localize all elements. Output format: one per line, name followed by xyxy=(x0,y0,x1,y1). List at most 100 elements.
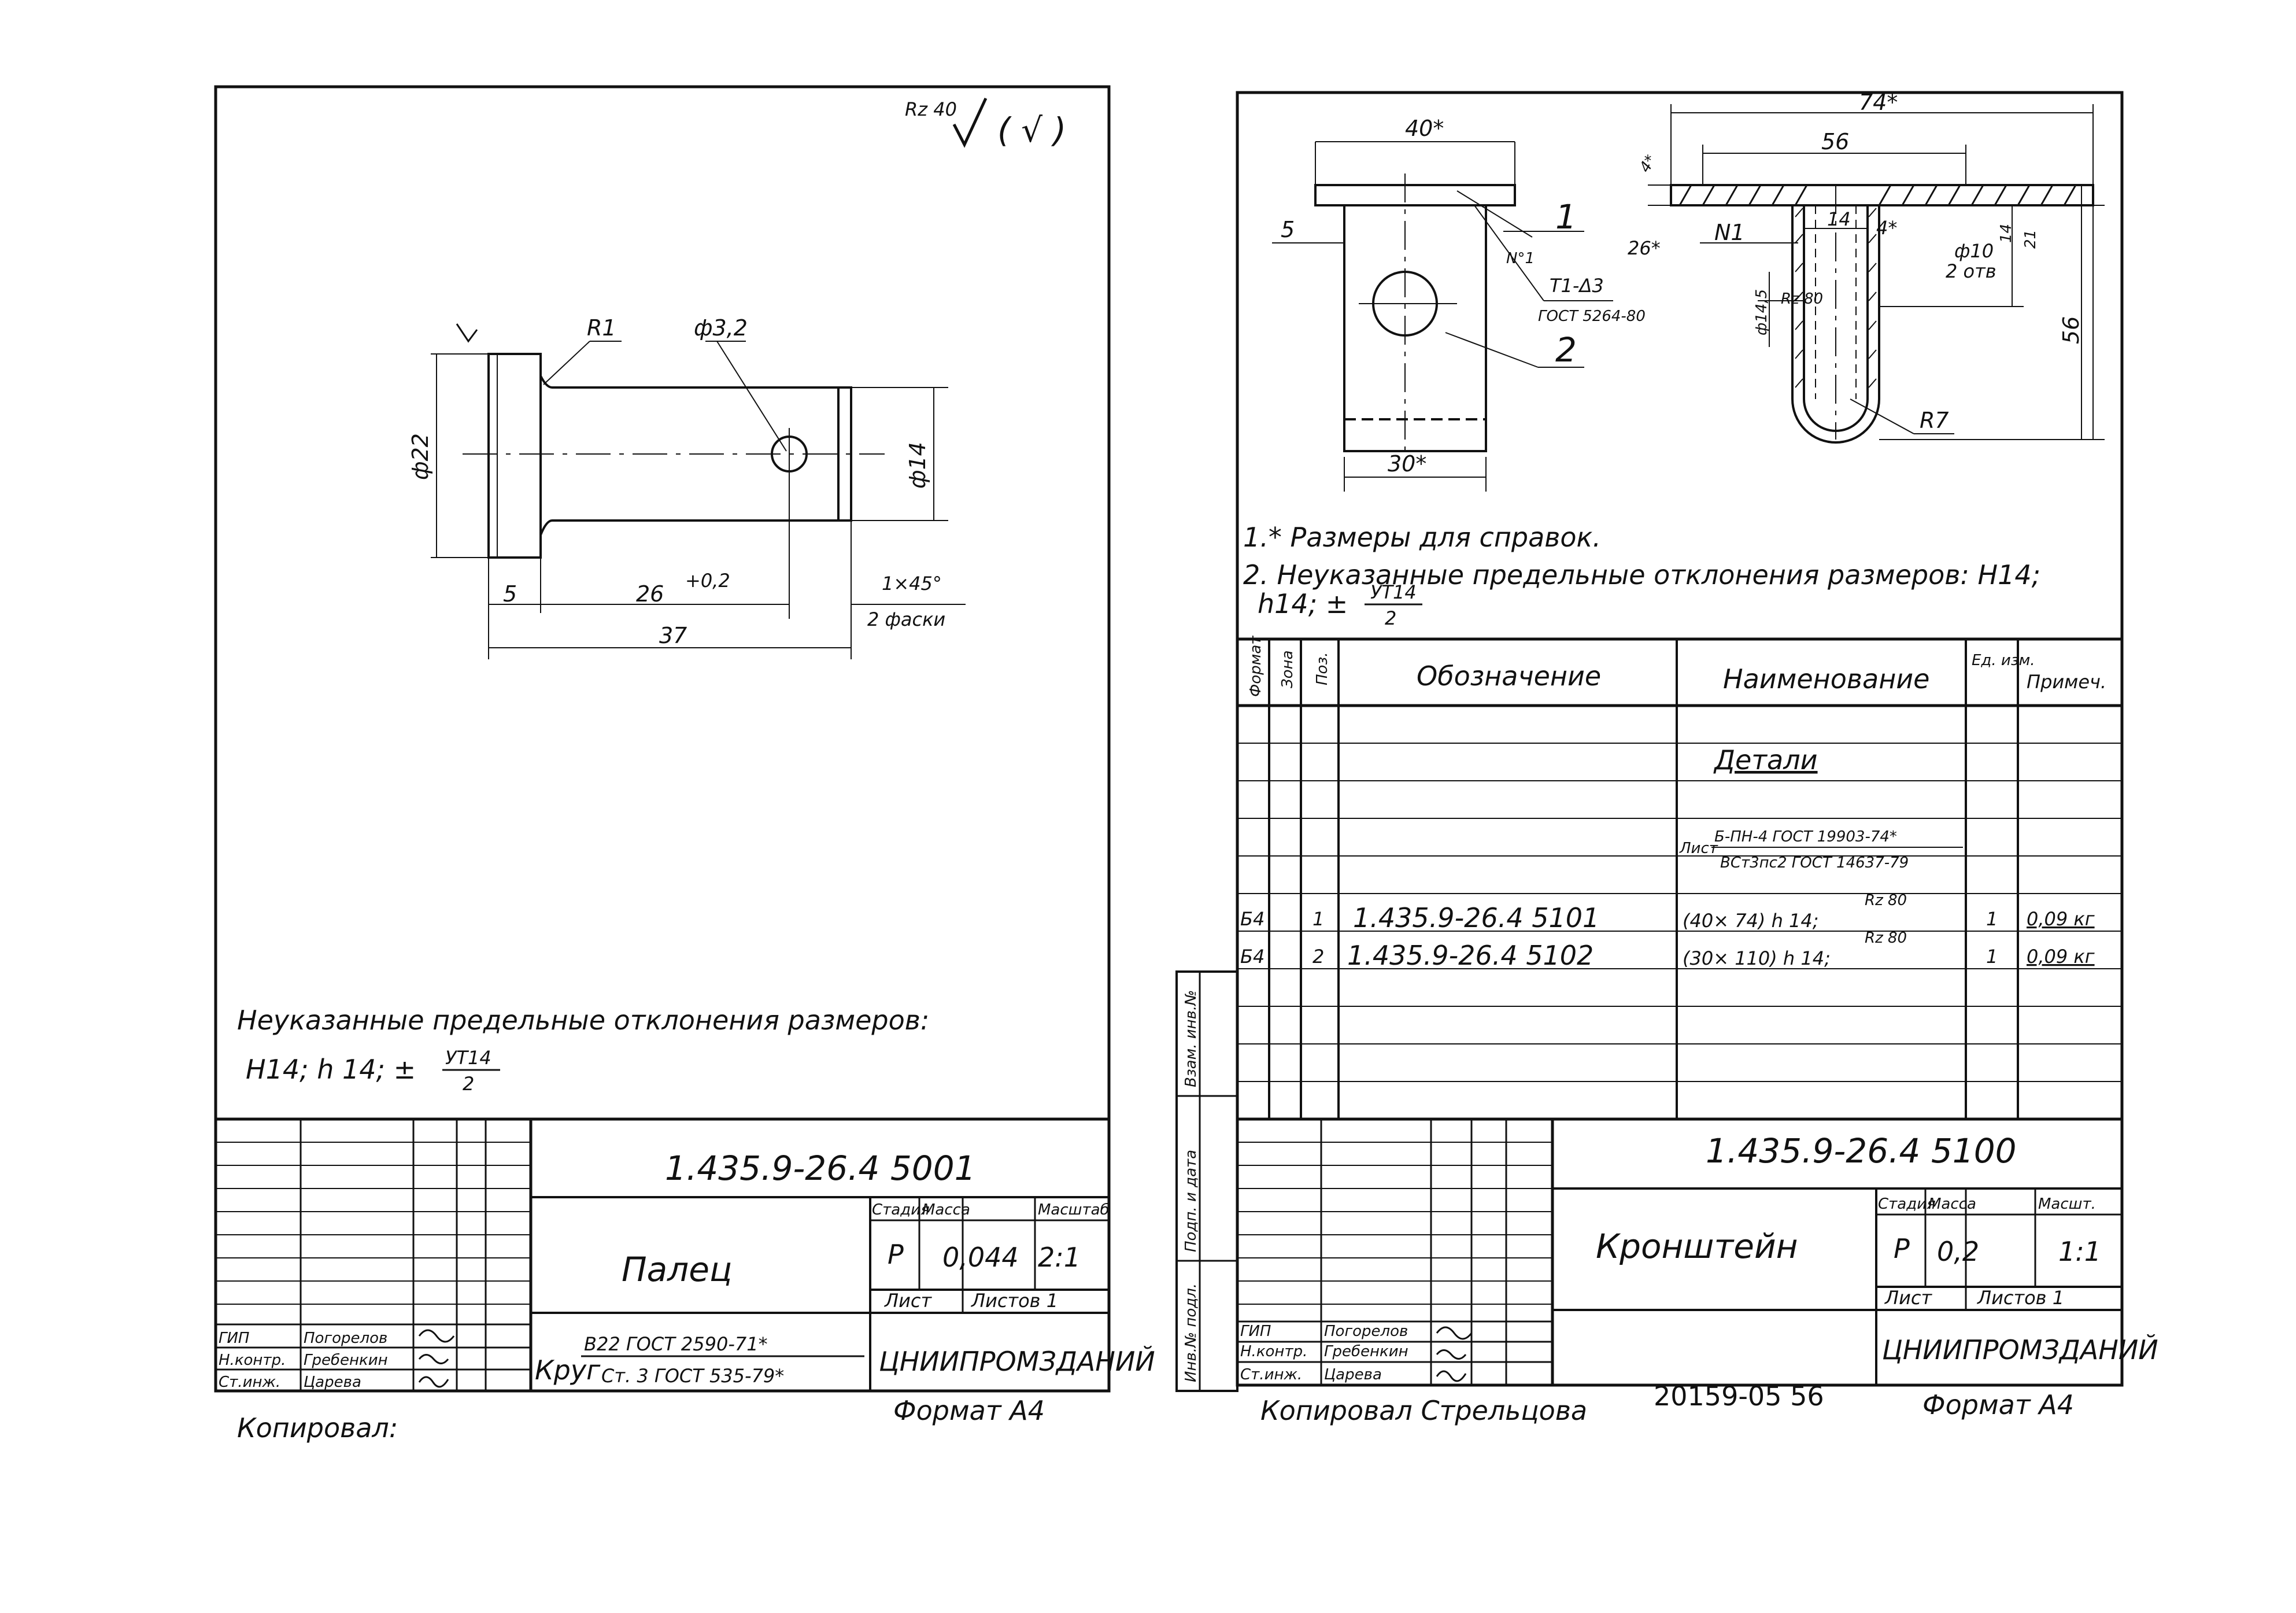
r-note-frac-num: УТ14 xyxy=(1370,581,1417,603)
spec-sheet-spec2: ВСт3пс2 ГОСТ 14637-79 xyxy=(1720,854,1909,872)
left-title-block xyxy=(216,1117,1109,1391)
side-label-c: Инв.№ подл. xyxy=(1182,1283,1200,1382)
spec-row1-pos: 1 xyxy=(1312,908,1324,930)
left-head-mass: Масса xyxy=(922,1201,970,1219)
right-signature1 xyxy=(1436,1326,1473,1340)
right-name1: Погорелов xyxy=(1324,1323,1408,1340)
r-dim-w14: 14 xyxy=(1827,208,1851,230)
left-scale: 2:1 xyxy=(1038,1242,1081,1273)
r-note3: h14; ± xyxy=(1258,588,1348,619)
left-part-name: Палец xyxy=(622,1250,732,1289)
spec-row1-name: (40× 74) h 14; xyxy=(1683,910,1819,932)
left-format: Формат А4 xyxy=(893,1395,1045,1426)
left-material-line2: Ст. 3 ГОСТ 535-79* xyxy=(601,1365,784,1387)
left-sheet: Rz 40 ( √ ) xyxy=(214,85,1155,1444)
r-dim-d10: ф10 xyxy=(1954,240,1994,262)
left-role2: Н.контр. xyxy=(219,1352,286,1369)
dim-26: 26 xyxy=(636,581,664,607)
r-dim-h56: 56 xyxy=(2058,316,2084,344)
left-signature2 xyxy=(418,1354,449,1364)
dim-37: 37 xyxy=(659,623,687,648)
left-copied: Копировал: xyxy=(237,1412,398,1444)
r-pos-2: 2 xyxy=(1555,330,1577,370)
side-label-a: Взам. инв.№ xyxy=(1182,990,1200,1087)
r-dim-w56: 56 xyxy=(1821,129,1849,154)
spec-col-zone: Зона xyxy=(1279,650,1296,688)
right-role2: Н.контр. xyxy=(1240,1343,1307,1360)
left-note-line2: Н14; h 14; ± xyxy=(246,1054,416,1085)
r-dim-t4b: 4* xyxy=(1876,217,1897,239)
r-label-n1: N1 xyxy=(1714,220,1745,245)
r-dim-d145: ф14,5 xyxy=(1753,289,1770,335)
right-name2: Гребенкин xyxy=(1324,1343,1408,1360)
roughness-check-icon xyxy=(952,97,988,148)
left-note-frac-den: 2 xyxy=(463,1073,474,1095)
right-title-block xyxy=(1236,1119,2122,1385)
spec-row2-qty: 1 xyxy=(1986,946,1998,968)
r-note2: 2. Неуказанные предельные отклонения раз… xyxy=(1243,559,2040,590)
r-weld2: ГОСТ 5264-80 xyxy=(1538,308,1646,325)
left-name3: Царева xyxy=(304,1374,361,1391)
spec-col-name: Наименование xyxy=(1723,663,1929,695)
right-name3: Царева xyxy=(1324,1366,1382,1383)
spec-row2-note: 0,09 кг xyxy=(2027,946,2095,968)
left-head-stage: Стадия xyxy=(872,1201,930,1219)
left-stage: Р xyxy=(888,1239,904,1270)
r-dim-5: 5 xyxy=(1281,217,1295,242)
left-doc-number: 1.435.9-26.4 5001 xyxy=(665,1149,976,1188)
spec-col-unit: Ед. изм. xyxy=(1972,652,2035,669)
right-format: Формат А4 xyxy=(1922,1389,2074,1420)
left-signature1 xyxy=(418,1329,455,1343)
right-stage: Р xyxy=(1894,1233,1910,1264)
right-head-mass: Масса xyxy=(1928,1195,1976,1213)
spec-row: Б4 2 1.435.9-26.4 5102 (30× 110) h 14; R… xyxy=(1240,929,2095,971)
r-dim-w40: 40* xyxy=(1405,116,1444,141)
left-name2: Гребенкин xyxy=(304,1352,388,1369)
spec-section: Детали xyxy=(1713,744,1818,776)
dim-d14: ф14 xyxy=(905,442,930,489)
r-note-frac-den: 2 xyxy=(1385,607,1396,629)
spec-row2-name: (30× 110) h 14; xyxy=(1683,947,1831,969)
spec-row2-format: Б4 xyxy=(1240,946,1265,968)
r-pos-1: 1 xyxy=(1555,197,1577,237)
right-role1: ГИП xyxy=(1240,1323,1271,1340)
spec-row2-pos: 2 xyxy=(1312,946,1324,968)
dim-26-tol: +0,2 xyxy=(685,570,730,592)
left-role1: ГИП xyxy=(219,1330,250,1347)
right-sheet: 40* 5 30* 1 2 N°1 Т1-Δ3 ГОСТ 5264-80 xyxy=(1175,90,2158,1426)
right-doc-number: 1.435.9-26.4 5100 xyxy=(1706,1131,2017,1171)
dim-d22: ф22 xyxy=(408,433,433,480)
left-sheets-label: Листов 1 xyxy=(971,1290,1058,1312)
r-dim-w30: 30* xyxy=(1388,451,1426,477)
roughness-label: Rz 40 xyxy=(905,98,957,120)
spec-row2-designation: 1.435.9-26.4 5102 xyxy=(1347,940,1593,971)
pin-drawing xyxy=(431,323,966,659)
left-sheet-label: Лист xyxy=(884,1290,932,1312)
left-material-word: Круг xyxy=(535,1354,601,1386)
right-org: ЦНИИПРОМЗДАНИЙ xyxy=(1882,1334,2158,1365)
spec-table xyxy=(1237,637,2122,1121)
spec-col-format: Формат xyxy=(1247,636,1265,697)
r-dim-rz: Rz 80 xyxy=(1781,290,1823,308)
spec-row1-qty: 1 xyxy=(1986,908,1998,930)
spec-row: Б4 1 1.435.9-26.4 5101 (40× 74) h 14; Rz… xyxy=(1240,892,2095,933)
spec-row1-note: 0,09 кг xyxy=(2027,908,2095,930)
left-sheet-frame xyxy=(214,85,1111,1393)
r-weld1: Т1-Δ3 xyxy=(1550,275,1604,297)
right-head-scale: Масшт. xyxy=(2038,1195,2096,1213)
left-name1: Погорелов xyxy=(304,1330,387,1347)
r-weld-mark: N°1 xyxy=(1506,250,1535,267)
r-dim-h26: 26* xyxy=(1628,237,1661,259)
dim-5: 5 xyxy=(503,581,517,607)
spec-row1-format: Б4 xyxy=(1240,908,1265,930)
right-sheets-label: Листов 1 xyxy=(1977,1287,2064,1309)
left-note-line1: Неуказанные предельные отклонения размер… xyxy=(237,1005,929,1036)
r-dim-r7: R7 xyxy=(1920,408,1949,433)
right-sheet-frame xyxy=(1236,91,2124,1387)
right-role3: Ст.инж. xyxy=(1240,1366,1302,1383)
right-mass: 0,2 xyxy=(1937,1236,1979,1267)
spec-row2-rz: Rz 80 xyxy=(1865,929,1907,947)
spec-sheet-spec1: Б-ПН-4 ГОСТ 19903-74* xyxy=(1714,828,1897,846)
dim-chamfer-count: 2 фаски xyxy=(867,608,945,630)
